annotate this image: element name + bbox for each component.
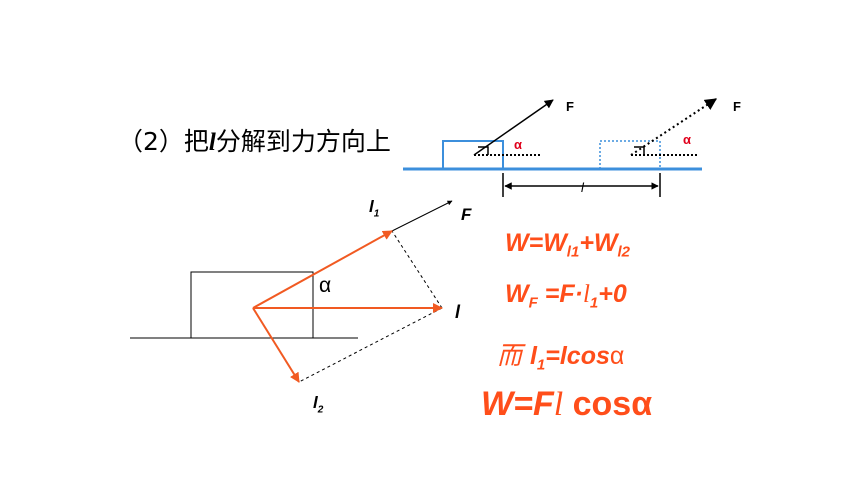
angle-label: α — [319, 274, 332, 297]
eq4-part-c: cosα — [563, 385, 653, 423]
eq3-sub-1: 1 — [536, 356, 546, 374]
eq2-part-d: +0 — [598, 280, 627, 308]
top-angle-label-2: α — [683, 132, 691, 147]
eq4-part-b: l — [553, 386, 564, 423]
dashed-l-to-l1 — [391, 230, 443, 309]
top-force-arrow-solid — [473, 99, 554, 156]
eq3-part-d: α — [609, 342, 625, 370]
eq2-part-a: W — [505, 280, 529, 308]
top-diagram — [403, 98, 718, 197]
eq3-part-c: =lcos — [545, 342, 610, 370]
heading-prefix: （2）把 — [118, 127, 209, 156]
eq2-sub-2: 1 — [589, 294, 599, 312]
section-heading: （2）把l分解到力方向上 — [118, 122, 391, 158]
l1-label-sub: 1 — [373, 208, 380, 220]
l2-label-sub: 2 — [317, 404, 324, 416]
dashed-l-to-l2 — [298, 307, 443, 383]
top-force-label-2: F — [733, 99, 741, 114]
l1-label: l1 — [369, 197, 379, 219]
l-label: l — [455, 302, 461, 322]
eq3-part-b: l — [529, 342, 537, 370]
heading-variable: l — [208, 129, 216, 156]
l2-label: l2 — [313, 393, 323, 415]
l1-label-main: l — [369, 197, 374, 216]
equation-l1-cos: 而 l1=lcosα — [497, 336, 624, 373]
equation-work-result: W=Fl cosα — [481, 385, 652, 424]
heading-suffix: 分解到力方向上 — [215, 127, 391, 156]
l2-label-main: l — [313, 393, 318, 412]
eq3-part-a: 而 — [497, 341, 530, 370]
main-block — [190, 271, 314, 339]
eq4-part-a: W=F — [481, 385, 554, 423]
top-distance-label: l — [581, 180, 584, 195]
top-force-arrow-dotted — [630, 98, 718, 156]
eq1-part-a: W=W — [505, 229, 567, 257]
eq2-part-b: =F· — [537, 280, 583, 308]
equation-work-force: WF =F·l1+0 — [505, 280, 627, 311]
top-angle-mark-1 — [478, 146, 489, 155]
eq2-part-c: l — [582, 281, 590, 308]
top-angle-label-1: α — [514, 137, 522, 152]
equation-work-sum: W=Wl1+Wl2 — [505, 229, 630, 260]
eq2-sub-1: F — [528, 294, 538, 312]
l1-vector — [252, 230, 393, 309]
top-force-label-1: F — [566, 99, 574, 114]
l2-vector — [252, 307, 300, 383]
eq1-part-b: +W — [579, 229, 618, 257]
top-angle-mark-2 — [634, 146, 645, 155]
eq1-sub-1: l1 — [566, 243, 580, 261]
force-label: F — [461, 205, 472, 224]
force-direction-line — [391, 200, 453, 232]
main-diagram — [130, 200, 453, 383]
eq1-sub-2: l2 — [617, 243, 631, 261]
